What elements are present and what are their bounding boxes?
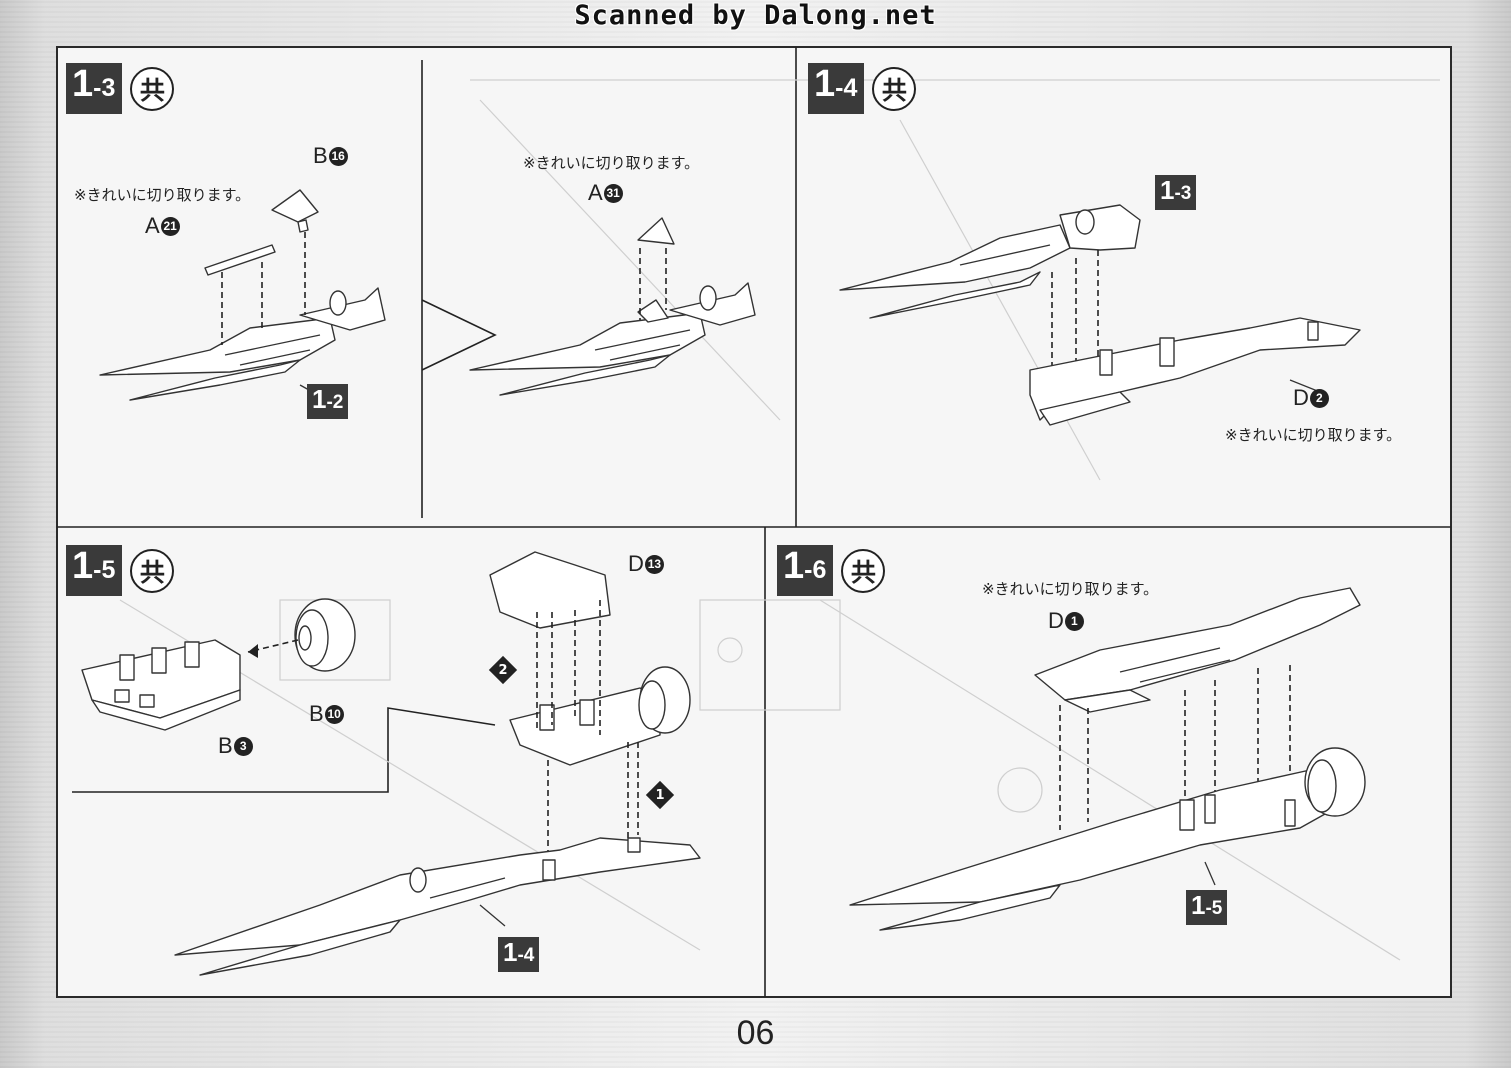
part-number: 13 xyxy=(644,554,664,574)
step-major: 1 xyxy=(783,545,805,587)
common-mark-icon: 共 xyxy=(130,66,175,111)
step-number-box: 1-6 xyxy=(777,545,834,596)
cut-note: ※きれいに切り取ります。 xyxy=(1225,426,1402,444)
step-number-box: 1-5 xyxy=(66,545,123,596)
cut-note: ※きれいに切り取ります。 xyxy=(982,580,1159,598)
part-number: 1 xyxy=(1064,611,1084,631)
part-number: 31 xyxy=(603,183,623,203)
ref-step-1-2: 1-2 xyxy=(307,384,349,419)
part-number: 2 xyxy=(1309,388,1329,408)
ref-minor: -3 xyxy=(1174,183,1192,204)
part-letter: D xyxy=(628,551,644,576)
step-1-3-header: 1-3 共 xyxy=(66,63,175,114)
ref-minor: -4 xyxy=(517,945,535,966)
part-letter: A xyxy=(145,213,160,238)
ref-major: 1 xyxy=(1160,175,1175,205)
step-major: 1 xyxy=(72,63,94,105)
common-mark-icon: 共 xyxy=(130,548,175,593)
step-1-3-right-fuselage xyxy=(469,217,756,396)
part-letter: A xyxy=(588,180,603,205)
part-letter: B xyxy=(309,701,324,726)
ref-step-1-4: 1-4 xyxy=(498,937,540,972)
panel-dividers xyxy=(57,47,1451,997)
step-1-3-fuselage xyxy=(99,189,386,401)
order-marker-1: 1 xyxy=(645,780,675,810)
ref-minor: -2 xyxy=(326,392,344,413)
part-letter: D xyxy=(1048,608,1064,633)
step-minor: -4 xyxy=(835,74,858,102)
page-number: 06 xyxy=(736,1014,775,1052)
ref-step-1-5: 1-5 xyxy=(1186,890,1228,925)
step-1-5-header: 1-5 共 xyxy=(66,545,175,596)
order-marker-label: 2 xyxy=(498,662,508,678)
ref-minor: -5 xyxy=(1205,898,1223,919)
step-minor: -5 xyxy=(93,556,116,584)
ref-major: 1 xyxy=(312,384,327,414)
cut-note: ※きれいに切り取ります。 xyxy=(523,154,700,172)
step-1-5-frame xyxy=(81,551,701,976)
part-number: 16 xyxy=(328,146,348,166)
ref-major: 1 xyxy=(503,937,518,967)
order-marker-2: 2 xyxy=(488,655,518,685)
scanner-watermark: Scanned by Dalong.net xyxy=(574,0,937,31)
step-minor: -3 xyxy=(93,74,116,102)
order-marker-label: 1 xyxy=(655,787,665,803)
part-number: 21 xyxy=(160,216,180,236)
common-mark-icon: 共 xyxy=(872,66,917,111)
step-major: 1 xyxy=(72,545,94,587)
bleed-through-ghost xyxy=(119,79,1440,961)
part-letter: B xyxy=(313,143,328,168)
part-letter: D xyxy=(1293,385,1309,410)
step-number-box: 1-4 xyxy=(808,63,865,114)
cut-note: ※きれいに切り取ります。 xyxy=(74,186,251,204)
ref-major: 1 xyxy=(1191,890,1206,920)
step-major: 1 xyxy=(814,63,836,105)
step-1-6-assembly xyxy=(849,587,1366,931)
step-1-4-header: 1-4 共 xyxy=(808,63,917,114)
part-number: 10 xyxy=(324,704,344,724)
part-number: 3 xyxy=(233,736,253,756)
step-1-6-header: 1-6 共 xyxy=(777,545,886,596)
ref-step-1-3: 1-3 xyxy=(1155,175,1197,210)
part-letter: B xyxy=(218,733,233,758)
common-mark-icon: 共 xyxy=(841,548,886,593)
step-minor: -6 xyxy=(804,556,827,584)
step-number-box: 1-3 xyxy=(66,63,123,114)
step-1-4-assembly xyxy=(839,204,1361,426)
